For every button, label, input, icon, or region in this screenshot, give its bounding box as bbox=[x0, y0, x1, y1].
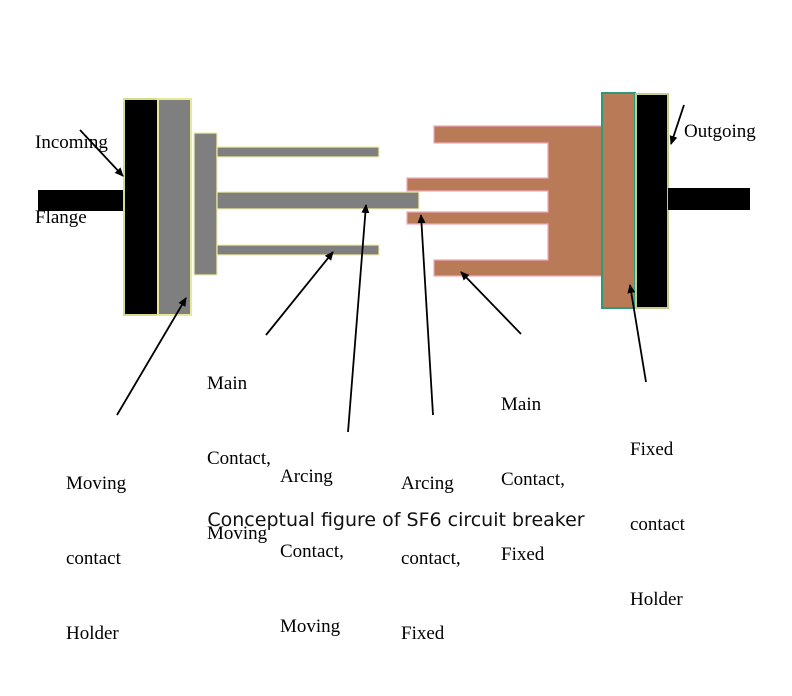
label-fixed-contact-holder: Fixed contact Holder bbox=[630, 439, 685, 610]
label-arcing-contact-moving: Arcing Contact, Moving bbox=[280, 466, 344, 637]
arcing-contact-moving bbox=[216, 191, 420, 210]
incoming-flange bbox=[123, 98, 159, 316]
moving-contact-holder bbox=[157, 98, 192, 316]
moving-contact-base bbox=[193, 132, 218, 276]
diagram-canvas bbox=[38, 92, 750, 433]
arrow-arcing-contact-fixed bbox=[417, 214, 434, 416]
fixed-contact-holder bbox=[601, 92, 636, 309]
arrow-moving-contact-holder bbox=[116, 297, 187, 416]
arrow-main-contact-moving bbox=[265, 251, 334, 336]
fixed-contact-body bbox=[406, 125, 603, 277]
incoming-conductor-rod bbox=[38, 190, 126, 211]
moving-contact-assembly bbox=[193, 132, 420, 276]
arrow-incoming-flange bbox=[79, 129, 124, 177]
outgoing-conductor-rod bbox=[668, 188, 750, 210]
sf6-breaker-diagram: Incoming Flange Outgoing Flange Main Con… bbox=[35, 92, 756, 644]
main-contact-moving-upper bbox=[216, 146, 380, 158]
label-outgoing-flange: Outgoing Flange bbox=[684, 121, 756, 208]
figure-caption: Conceptual figure of SF6 circuit breaker bbox=[207, 509, 585, 531]
arrow-fixed-contact-holder bbox=[627, 284, 647, 383]
arrow-main-contact-fixed bbox=[460, 271, 522, 335]
arrow-arcing-contact-moving bbox=[347, 204, 370, 433]
outgoing-flange bbox=[635, 93, 669, 309]
label-moving-contact-holder: Moving contact Holder bbox=[66, 473, 127, 644]
label-arcing-contact-fixed: Arcing contact, Fixed bbox=[401, 473, 461, 644]
label-incoming-flange: Incoming Flange bbox=[35, 132, 108, 228]
label-main-contact-fixed: Main Contact, Fixed bbox=[501, 394, 565, 565]
main-contact-moving-lower bbox=[216, 244, 380, 256]
arrow-outgoing-flange bbox=[669, 104, 685, 145]
label-main-contact-moving: Main Contact, Moving bbox=[207, 373, 271, 544]
